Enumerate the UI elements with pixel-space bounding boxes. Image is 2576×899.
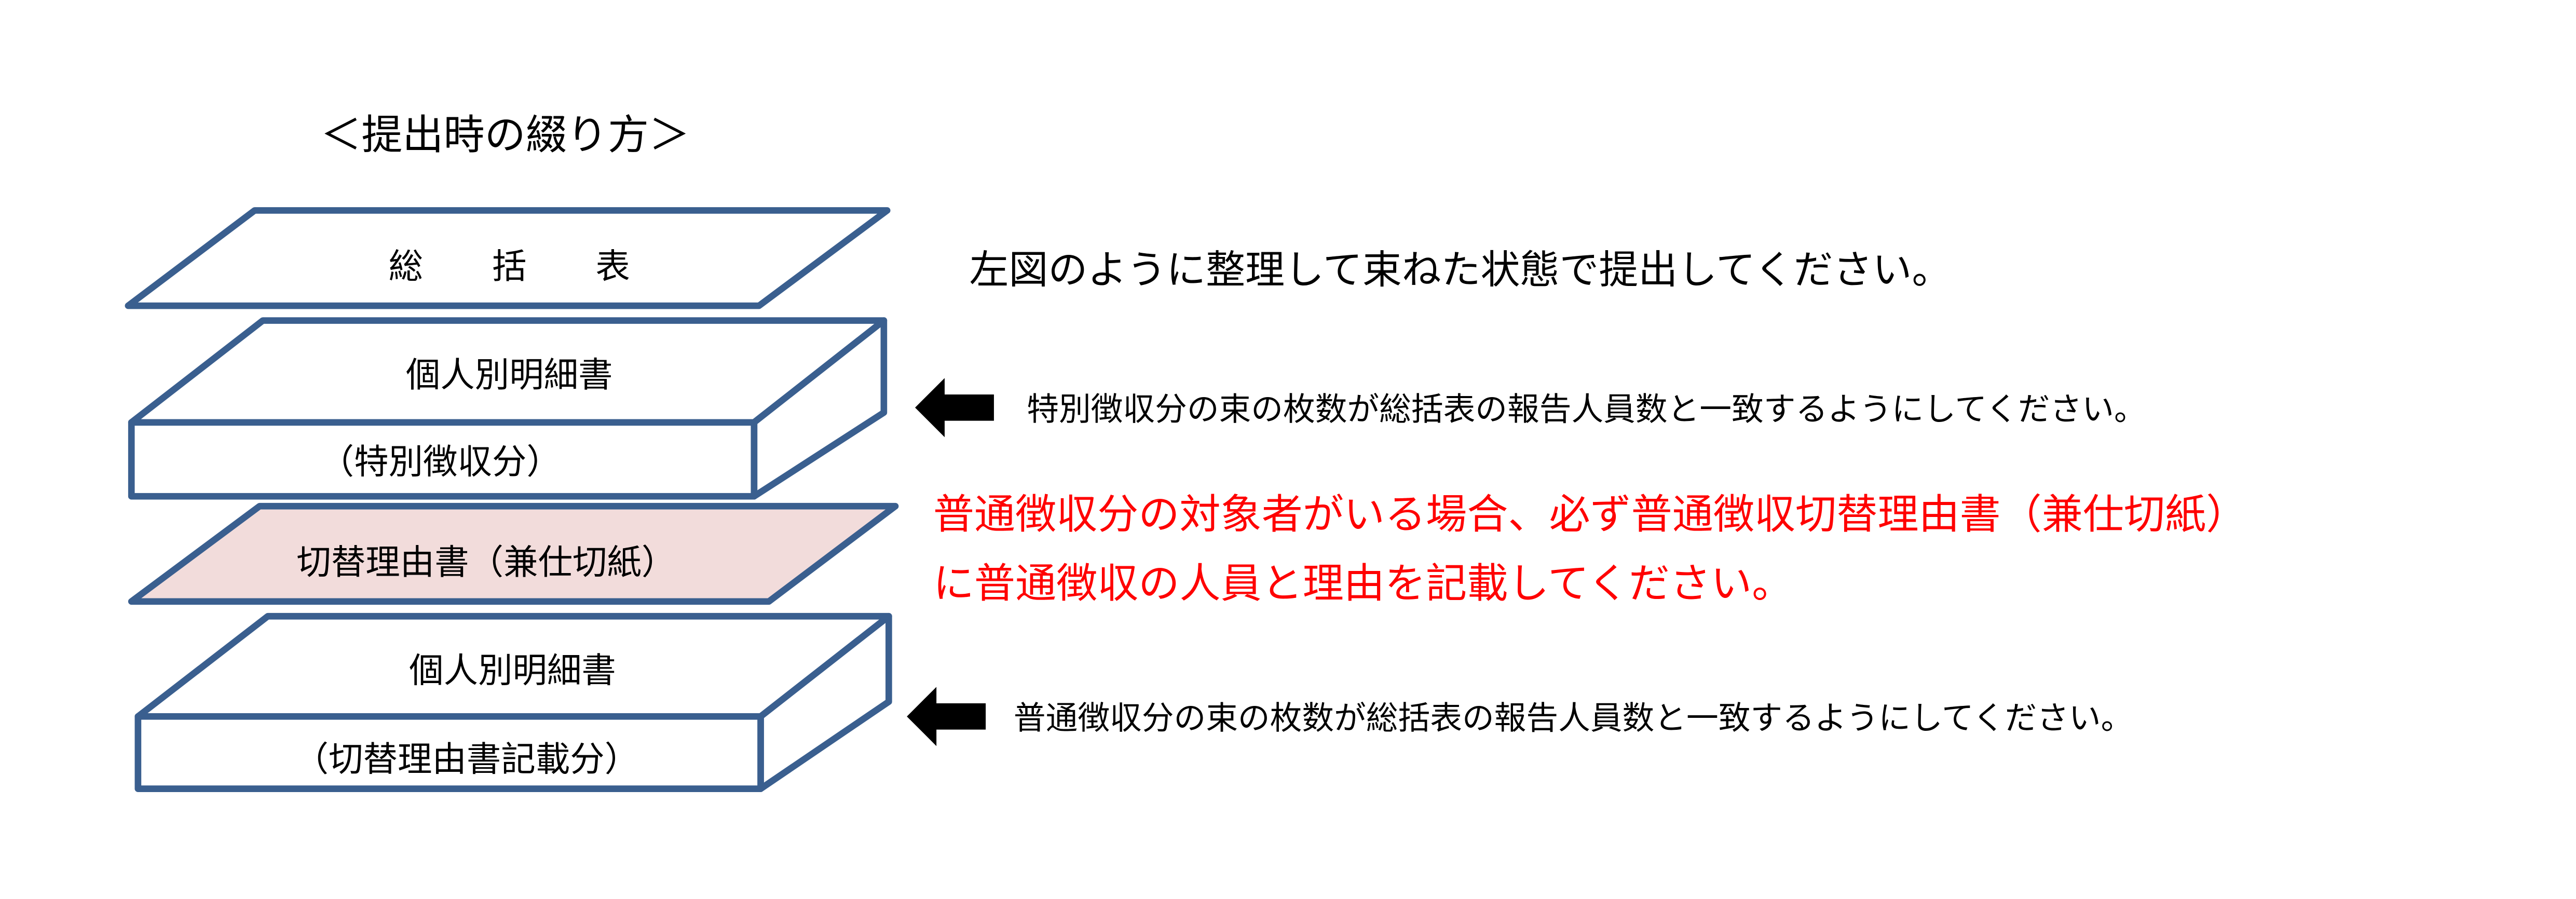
summary-sheet-label: 総 括 表 — [389, 246, 630, 287]
switch-reason-sheet: 切替理由書（兼仕切紙） — [128, 502, 899, 605]
diagram-title: ＜提出時の綴り方＞ — [320, 111, 690, 159]
switch-sheet-label: 切替理由書（兼仕切紙） — [296, 542, 676, 582]
summary-sheet: 総 括 表 — [125, 207, 891, 309]
bundle-normal-front-label: （切替理由書記載分） — [294, 739, 639, 780]
normal-count-note: 普通徴収分の束の枚数が総括表の報告人員数と一致するようにしてください。 — [1014, 700, 2133, 737]
bundle-special-collection: 個人別明細書 （特別徴収分） — [128, 317, 888, 500]
warning-line-1: 普通徴収分の対象者がいる場合、必ず普通徴収切替理由書（兼仕切紙） — [933, 491, 2247, 538]
special-count-note: 特別徴収分の束の枚数が総括表の報告人員数と一致するようにしてください。 — [1027, 390, 2146, 428]
arrow-left-icon — [907, 687, 986, 746]
bundle-normal-collection: 個人別明細書 （切替理由書記載分） — [134, 612, 892, 792]
bundle-special-top-label: 個人別明細書 — [406, 355, 613, 395]
bundle-normal-top-label: 個人別明細書 — [409, 650, 616, 691]
warning-line-2: に普通徴収の人員と理由を記載してください。 — [933, 560, 1793, 607]
bundle-special-front-label: （特別徴収分） — [320, 442, 561, 482]
arrow-left-icon — [915, 378, 994, 438]
main-instruction: 左図のように整理して束ねた状態で提出してください。 — [969, 247, 1951, 293]
